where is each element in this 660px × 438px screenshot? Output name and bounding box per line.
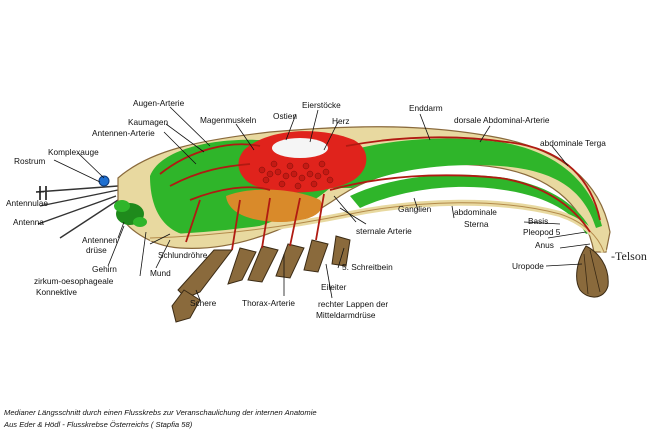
label-mund: Mund [150, 268, 171, 278]
label-pleopod: Pleopod 5 [523, 227, 561, 237]
ventral-nerve-cord [149, 199, 607, 254]
arteries [159, 136, 601, 251]
compound-eye-icon [98, 175, 110, 187]
antennae [35, 185, 119, 239]
label-anus: Anus [535, 240, 554, 250]
label-basis: Basis [528, 216, 549, 226]
label-uropode: Uropode [512, 261, 544, 271]
label-herz: Herz [332, 116, 350, 126]
label-dorsale-abdominal-arterie: dorsale Abdominal-Arterie [454, 115, 550, 125]
label-abdominale-sterna-2: Sterna [464, 219, 489, 229]
label-ganglien: Ganglien [398, 204, 432, 214]
label-zirkum-2: Konnektive [36, 287, 78, 297]
label-abdominale-terga: abdominale Terga [540, 138, 606, 148]
midgut-gland [226, 189, 322, 222]
label-antennendruese-1: Antennen [82, 235, 118, 245]
head-organs [114, 200, 147, 227]
label-kaumagen: Kaumagen [128, 117, 169, 127]
walking-legs [171, 235, 351, 323]
label-gehirn: Gehirn [92, 264, 117, 274]
label-enddarm: Enddarm [409, 103, 443, 113]
caption-line-1: Medianer Längsschnitt durch einen Flussk… [4, 408, 317, 417]
label-antennendruese-2: drüse [86, 245, 107, 255]
label-schlundrohre: Schlundröhre [158, 250, 208, 260]
label-komplexauge: Komplexauge [48, 147, 99, 157]
tail-fan [576, 245, 609, 298]
leader-lines [36, 106, 591, 301]
heart-ovaries [238, 131, 367, 193]
label-augen-arterie: Augen-Arterie [133, 98, 185, 108]
label-mitteldarm-2: Mitteldarmdrüse [316, 310, 376, 320]
label-mitteldarm-1: rechter Lappen der [318, 299, 389, 309]
label-schere: Schere [190, 298, 217, 308]
label-antenna: Antenna [13, 217, 44, 227]
label-schreitbein: 5. Schreitbein [342, 262, 393, 272]
caption-line-2: Aus Eder & Hödl - Flusskrebse Österreich… [4, 420, 193, 429]
label-magenmuskeln: Magenmuskeln [200, 115, 257, 125]
label-telson: -Telson [611, 249, 647, 263]
label-eileiter: Eileiter [321, 282, 347, 292]
label-rostrum: Rostrum [14, 156, 46, 166]
label-abdominale-sterna-1: abdominale [454, 207, 497, 217]
label-antennulae: Antennulae [6, 198, 48, 208]
label-thorax-arterie: Thorax-Arterie [242, 298, 296, 308]
label-sternale-arterie: sternale Arterie [356, 226, 412, 236]
label-ostien: Ostien [273, 111, 297, 121]
label-zirkum-1: zirkum-oesophageale [34, 276, 114, 286]
label-antennen-arterie: Antennen-Arterie [92, 128, 155, 138]
label-eierstoecke: Eierstöcke [302, 100, 341, 110]
